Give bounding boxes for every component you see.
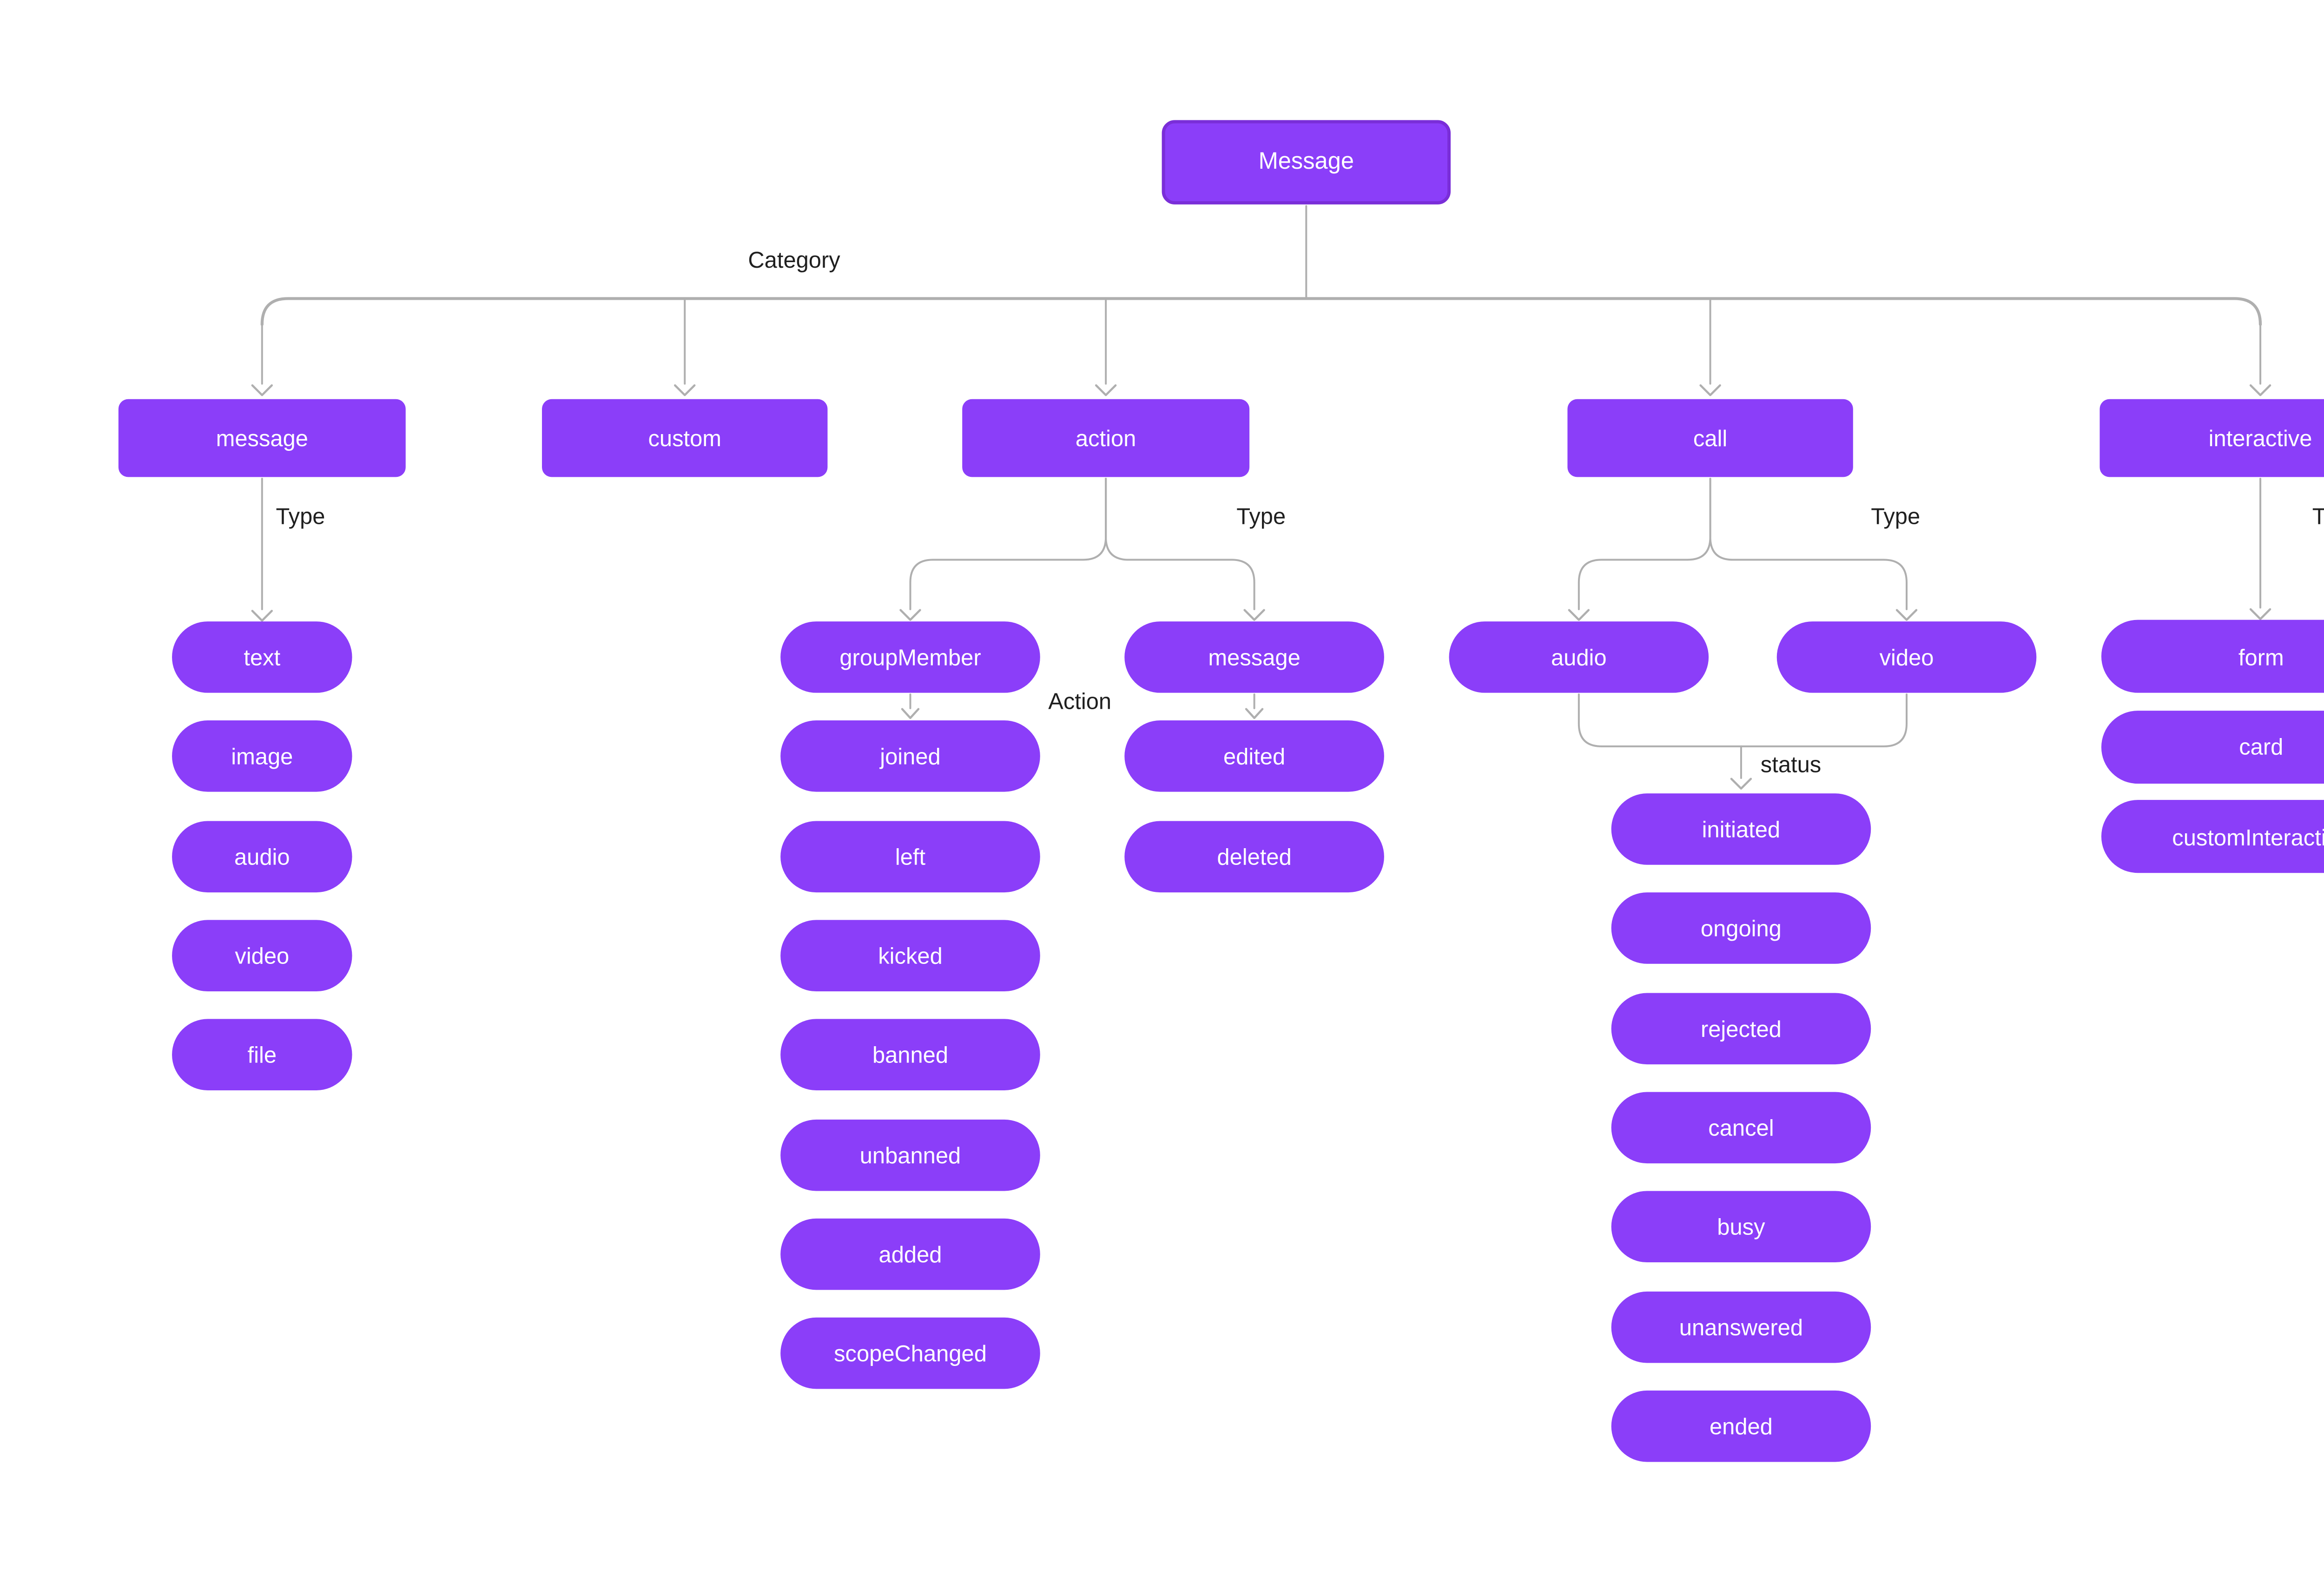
edge-call-split-left [1578, 477, 1711, 610]
edge-merge-audio [1578, 693, 1742, 747]
node-category-action: action [962, 399, 1250, 477]
edge-action-split-left [909, 477, 1107, 610]
node-type-image: image [172, 720, 352, 792]
edge-label-type-action: Type [1236, 503, 1286, 529]
arrowhead-action [1095, 384, 1117, 396]
node-action-deleted: deleted [1124, 821, 1384, 893]
node-category-interactive: interactive [2100, 399, 2324, 477]
node-type-video: video [172, 920, 352, 992]
edge-label-status: status [1760, 751, 1822, 778]
arrowhead-edited [1245, 708, 1264, 719]
arrowhead-video [1895, 609, 1918, 621]
node-status-cancel: cancel [1611, 1092, 1871, 1164]
edge-category-bus [260, 297, 2262, 326]
arrowhead-audio [1568, 609, 1590, 621]
edge-action-split-right [1105, 477, 1255, 610]
node-status-unanswered: unanswered [1611, 1291, 1871, 1363]
node-action-scopechanged: scopeChanged [780, 1317, 1040, 1389]
arrowhead-form [2249, 608, 2271, 620]
node-message-root: Message [1162, 120, 1451, 204]
edge-label-type-call: Type [1871, 503, 1921, 529]
arrowhead-interactive [2249, 384, 2271, 396]
edge-merge-video [1740, 693, 1908, 747]
arrowhead-initiated [1730, 778, 1752, 790]
arrowhead-joined [901, 708, 920, 719]
edge-label-type-interactive: Type [2312, 503, 2324, 529]
node-action-added: added [780, 1218, 1040, 1290]
arrowhead-text [251, 610, 273, 622]
node-status-ongoing: ongoing [1611, 892, 1871, 964]
arrowhead-groupmember [899, 609, 921, 621]
node-action-joined: joined [780, 720, 1040, 792]
node-type-action-message: message [1124, 621, 1384, 693]
node-action-edited: edited [1124, 720, 1384, 792]
edge-label-action: Action [1048, 688, 1112, 714]
node-status-initiated: initiated [1611, 793, 1871, 865]
node-calltype-video: video [1776, 621, 2037, 693]
node-type-form: form [2101, 620, 2324, 693]
edge-call-split-right [1709, 477, 1908, 610]
node-category-call: call [1567, 399, 1853, 477]
edge-label-category: Category [748, 246, 840, 273]
node-action-banned: banned [780, 1019, 1040, 1090]
node-status-busy: busy [1611, 1191, 1871, 1263]
arrowhead-message [251, 384, 273, 396]
node-type-file: file [172, 1019, 352, 1090]
node-type-audio: audio [172, 821, 352, 893]
node-type-custominteractive: customInteractive [2101, 800, 2324, 873]
node-action-kicked: kicked [780, 920, 1040, 992]
node-action-left: left [780, 821, 1040, 893]
node-type-card: card [2101, 710, 2324, 783]
node-type-text: text [172, 621, 352, 693]
edge-label-type-message: Type [276, 503, 325, 529]
node-category-message: message [118, 399, 406, 477]
node-action-unbanned: unbanned [780, 1119, 1040, 1191]
node-type-groupmember: groupMember [780, 621, 1040, 693]
arrowhead-custom [674, 384, 696, 396]
arrowhead-action-message [1243, 609, 1265, 621]
arrowhead-call [1699, 384, 1721, 396]
node-status-ended: ended [1611, 1390, 1871, 1462]
node-status-rejected: rejected [1611, 993, 1871, 1065]
node-category-custom: custom [542, 399, 828, 477]
node-calltype-audio: audio [1449, 621, 1709, 693]
